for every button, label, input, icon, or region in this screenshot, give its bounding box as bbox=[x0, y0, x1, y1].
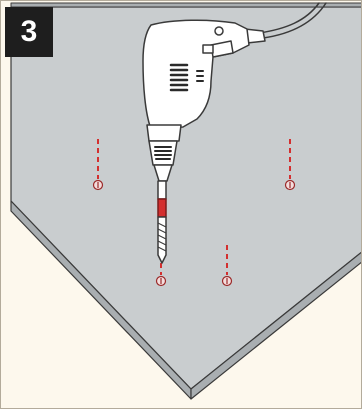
drill-bit bbox=[157, 180, 167, 264]
hole-mark-drill-point bbox=[155, 263, 167, 287]
drill-cord bbox=[258, 2, 320, 34]
hole-mark-center bbox=[221, 245, 233, 287]
drill-icon bbox=[142, 2, 327, 264]
step-number-badge: 3 bbox=[5, 7, 53, 57]
drill-vents bbox=[169, 63, 189, 92]
drill-chuck bbox=[148, 140, 178, 166]
board-edge-right bbox=[190, 251, 361, 400]
hole-mark-top-left bbox=[92, 139, 104, 191]
hole-mark-top-right bbox=[284, 139, 296, 191]
board-edge-top bbox=[10, 2, 361, 8]
